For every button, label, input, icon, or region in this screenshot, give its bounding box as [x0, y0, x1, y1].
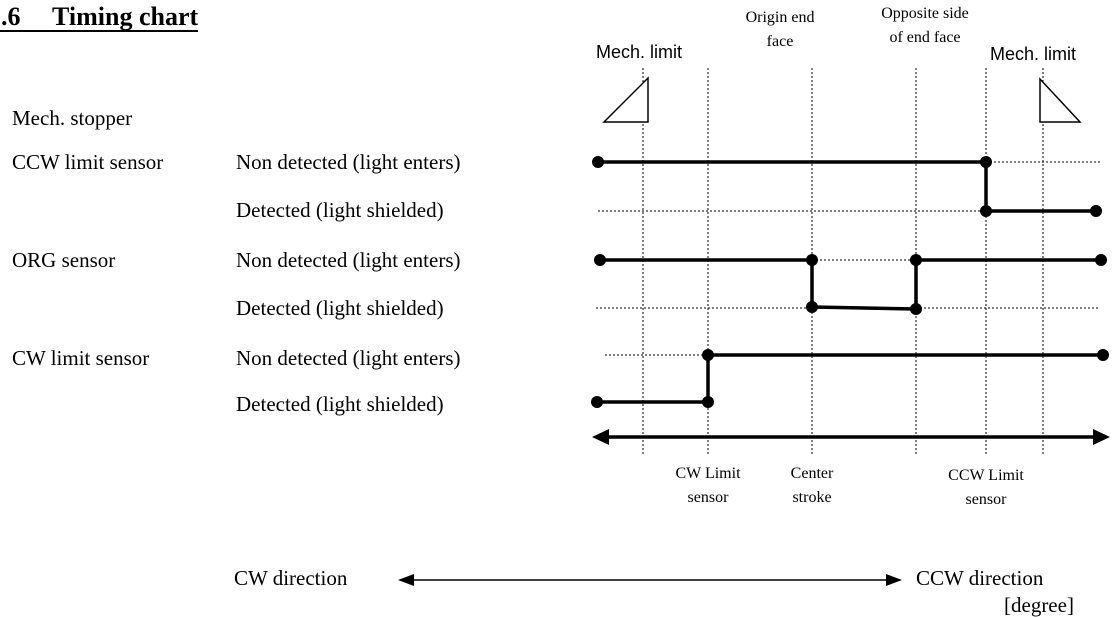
mech-stopper-right-icon [1039, 77, 1082, 123]
origin-end-face-line2: face [766, 33, 794, 50]
stroke-arrow [592, 429, 1110, 445]
mech-limit-right-label: Mech. limit [990, 44, 1077, 64]
org-sensor-label: ORG sensor [12, 248, 116, 272]
ccw-detected-label: Detected (light shielded) [236, 198, 444, 222]
cw-non-detected-label: Non detected (light enters) [236, 346, 461, 370]
opposite-side-line2: of end face [889, 29, 961, 46]
unit-label: [degree] [1004, 593, 1074, 617]
cw-limit-sensor-axis-label: CW Limit sensor [656, 462, 760, 510]
ccw-non-detected-label: Non detected (light enters) [236, 150, 461, 174]
ccw-direction-label: CCW direction [916, 566, 1044, 590]
opposite-side-line1: Opposite side [881, 5, 969, 22]
center-line2: stroke [792, 489, 832, 506]
org-detected-label: Detected (light shielded) [236, 296, 444, 320]
mech-stopper-left-icon [602, 76, 649, 123]
cw-signal-trace [597, 353, 1103, 404]
cw-limit-line1: CW Limit [675, 465, 741, 482]
section-title: Timing chart [52, 2, 199, 31]
center-line1: Center [790, 465, 834, 482]
org-non-detected-label: Non detected (light enters) [236, 248, 461, 272]
opposite-side-label: Opposite side of end face [870, 2, 980, 50]
ccw-signal-trace [598, 160, 1096, 213]
page-title: 2.6 Timing chart [0, 2, 199, 32]
mech-limit-left-label: Mech. limit [596, 42, 683, 62]
origin-end-face-label: Origin end face [730, 6, 830, 54]
cw-detected-label: Detected (light shielded) [236, 392, 444, 416]
cw-direction-label: CW direction [234, 566, 348, 590]
ccw-limit-sensor-axis-label: CCW Limit sensor [928, 464, 1044, 512]
ccw-limit-line2: sensor [965, 491, 1007, 508]
level-guides [596, 161, 1100, 356]
origin-end-face-line1: Origin end [745, 9, 815, 26]
ccw-limit-sensor-label: CCW limit sensor [12, 150, 164, 174]
center-stroke-axis-label: Center stroke [772, 462, 852, 510]
ccw-limit-line1: CCW Limit [948, 467, 1024, 484]
section-number: 2.6 [0, 2, 21, 31]
org-signal-trace [600, 258, 1101, 311]
cw-limit-sensor-label: CW limit sensor [12, 346, 150, 370]
direction-arrow [398, 574, 902, 586]
signal-dots [591, 156, 1109, 408]
cw-limit-line2: sensor [687, 489, 729, 506]
mech-stopper-label: Mech. stopper [12, 106, 133, 130]
